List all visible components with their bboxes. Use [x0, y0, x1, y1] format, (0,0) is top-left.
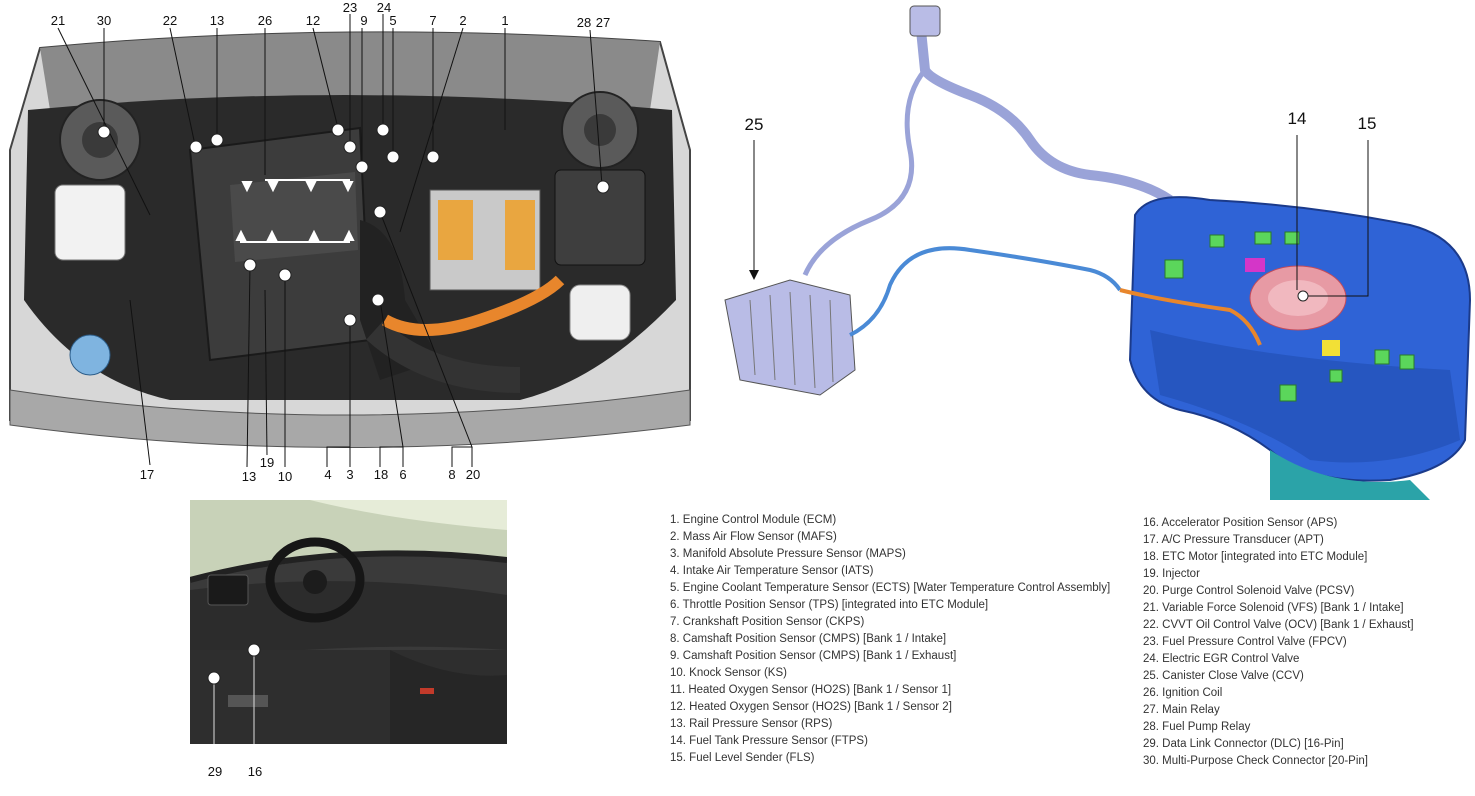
legend-item: 14. Fuel Tank Pressure Sensor (FTPS): [670, 735, 868, 747]
legend-item: 23. Fuel Pressure Control Valve (FPCV): [1143, 636, 1347, 648]
legend-item: 28. Fuel Pump Relay: [1143, 721, 1251, 733]
engine-callout: 23: [342, 0, 358, 15]
legend-item: 25. Canister Close Valve (CCV): [1143, 670, 1304, 682]
engine-callout: 24: [376, 0, 392, 15]
legend-item: 22. CVVT Oil Control Valve (OCV) [Bank 1…: [1143, 619, 1414, 631]
tank-callout: 25: [744, 115, 764, 134]
legend-item: 11. Heated Oxygen Sensor (HO2S) [Bank 1 …: [670, 684, 952, 696]
legend-item: 10. Knock Sensor (KS): [670, 667, 787, 679]
engine-callout: 2: [459, 13, 467, 28]
legend-item: 4. Intake Air Temperature Sensor (IATS): [670, 565, 874, 577]
legend-item: 29. Data Link Connector (DLC) [16-Pin]: [1143, 738, 1344, 750]
engine-callout: 22: [162, 13, 178, 28]
legend-left: 1. Engine Control Module (ECM) 2. Mass A…: [670, 512, 1110, 767]
legend-item: 13. Rail Pressure Sensor (RPS): [670, 718, 833, 730]
engine-callout: 26: [257, 13, 273, 28]
legend-item: 9. Camshaft Position Sensor (CMPS) [Bank…: [670, 650, 957, 662]
legend-item: 30. Multi-Purpose Check Connector [20-Pi…: [1143, 755, 1368, 767]
engine-callout: 18: [373, 467, 389, 482]
fuel-system-figure: [710, 0, 1475, 500]
legend-item: 16. Accelerator Position Sensor (APS): [1143, 517, 1338, 529]
engine-bay-figure: [0, 0, 700, 490]
cabin-illustration: [189, 500, 508, 744]
tank-callout: 14: [1287, 109, 1307, 128]
engine-callout: 30: [96, 13, 112, 28]
engine-callout: 19: [259, 455, 275, 470]
legend-item: 19. Injector: [1143, 568, 1200, 580]
engine-callout: 4: [324, 467, 332, 482]
legend-item: 7. Crankshaft Position Sensor (CKPS): [670, 616, 865, 628]
legend-item: 15. Fuel Level Sender (FLS): [670, 752, 815, 764]
legend-item: 8. Camshaft Position Sensor (CMPS) [Bank…: [670, 633, 947, 645]
cabin-callout: 29: [207, 764, 223, 779]
engine-callout: 17: [139, 467, 155, 482]
legend-item: 18. ETC Motor [integrated into ETC Modul…: [1143, 551, 1368, 563]
cabin-callout: 16: [247, 764, 263, 779]
legend-item: 20. Purge Control Solenoid Valve (PCSV): [1143, 585, 1355, 597]
engine-callout: 1: [501, 13, 509, 28]
legend-item: 3. Manifold Absolute Pressure Sensor (MA…: [670, 548, 906, 560]
legend-item: 12. Heated Oxygen Sensor (HO2S) [Bank 1 …: [670, 701, 952, 713]
fuel-system-illustration: [724, 5, 1472, 500]
legend-item: 24. Electric EGR Control Valve: [1143, 653, 1300, 665]
legend-item: 17. A/C Pressure Transducer (APT): [1143, 534, 1324, 546]
engine-callout: 7: [429, 13, 437, 28]
engine-bay-illustration: [9, 14, 691, 468]
legend-item: 2. Mass Air Flow Sensor (MAFS): [670, 531, 837, 543]
cabin-figure: [189, 500, 508, 744]
engine-callout: 8: [448, 467, 456, 482]
legend-item: 26. Ignition Coil: [1143, 687, 1223, 699]
engine-callout: 27: [595, 15, 611, 30]
engine-callout: 5: [389, 13, 397, 28]
engine-callout: 3: [346, 467, 354, 482]
engine-callout: 13: [209, 13, 225, 28]
engine-callout: 12: [305, 13, 321, 28]
legend-item: 5. Engine Coolant Temperature Sensor (EC…: [670, 582, 1111, 594]
engine-callout: 28: [576, 15, 592, 30]
engine-callout: 13: [241, 469, 257, 484]
legend-item: 27. Main Relay: [1143, 704, 1220, 716]
engine-callout: 10: [277, 469, 293, 484]
engine-callout: 21: [50, 13, 66, 28]
legend-right: 16. Accelerator Position Sensor (APS) 17…: [1143, 515, 1414, 770]
legend-item: 1. Engine Control Module (ECM): [670, 514, 837, 526]
legend-item: 21. Variable Force Solenoid (VFS) [Bank …: [1143, 602, 1404, 614]
legend-item: 6. Throttle Position Sensor (TPS) [integ…: [670, 599, 989, 611]
engine-callout: 20: [465, 467, 481, 482]
engine-callout: 6: [399, 467, 407, 482]
tank-callout: 15: [1357, 114, 1377, 133]
engine-callout: 9: [360, 13, 368, 28]
